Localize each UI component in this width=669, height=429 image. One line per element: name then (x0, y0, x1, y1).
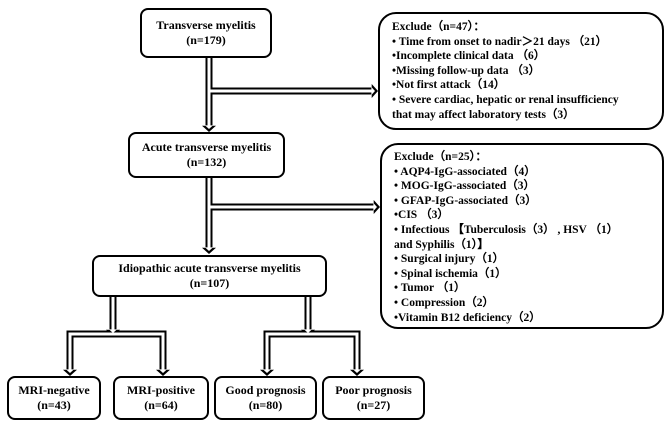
exclusion-item: • Spinal ischemia（1） (394, 267, 507, 280)
node-title: Good prognosis (225, 383, 306, 397)
node-title: Poor prognosis (335, 383, 412, 397)
exclusion-box-2: Exclude（n=25）： • AQP4-IgG-associated（4） … (380, 143, 664, 329)
exclusion-item: • Compression（2） (394, 296, 494, 309)
node-idiopathic-atm: Idiopathic acute transverse myelitis (n=… (92, 255, 327, 297)
exclusion-item: • Severe cardiac, hepatic or renal insuf… (392, 93, 619, 106)
arrowhead (353, 369, 361, 373)
node-title: MRI-negative (18, 383, 90, 397)
arrowhead (66, 369, 74, 373)
exclusion-item: • MOG-IgG-associated（3） (394, 180, 536, 193)
arrowhead (263, 369, 271, 373)
node-count: (n=132) (186, 155, 227, 169)
exclusion-item: •Not first attack（14） (392, 79, 506, 92)
node-count: (n=80) (248, 398, 283, 412)
arrowhead (205, 247, 213, 251)
node-mri-positive: MRI-positive (n=64) (113, 376, 209, 420)
node-title: Idiopathic acute transverse myelitis (118, 261, 301, 275)
exclusion-item: •CIS （3） (394, 209, 449, 222)
exclusion-item: • AQP4-IgG-associated（4） (394, 165, 536, 178)
exclusion-item: • Tumor （1） (394, 282, 466, 295)
node-title: Transverse myelitis (156, 18, 256, 32)
node-poor-prognosis: Poor prognosis (n=27) (322, 376, 425, 420)
exclusion-item: • Surgical injury（1） (394, 253, 505, 266)
node-mri-negative: MRI-negative (n=43) (7, 376, 101, 420)
arrowhead (159, 369, 167, 373)
node-good-prognosis: Good prognosis (n=80) (214, 376, 317, 420)
node-count: (n=179) (186, 33, 226, 47)
exclusion-item: •Vitamin B12 deficiency（2） (394, 311, 541, 324)
exclusion-title: Exclude（n=47）： (392, 21, 485, 33)
node-transverse-myelitis: Transverse myelitis (n=179) (140, 8, 272, 58)
node-title: Acute transverse myelitis (141, 140, 272, 154)
exclusion-item: • Time from onset to nadir＞21 days （21） (392, 35, 608, 48)
node-count: (n=107) (189, 276, 230, 290)
exclusion-item: and Syphilis（1）】 (394, 238, 489, 251)
arrowhead (205, 125, 213, 129)
arrowhead (371, 87, 375, 95)
node-count: (n=43) (37, 398, 71, 412)
node-acute-transverse-myelitis: Acute transverse myelitis (n=132) (128, 132, 285, 178)
arrowhead (373, 203, 377, 211)
arrowhead (109, 329, 117, 333)
node-title: MRI-positive (127, 383, 195, 397)
exclusion-box-1: Exclude（n=47）： • Time from onset to nadi… (378, 12, 664, 130)
exclusion-item: that may affect laboratory tests（3） (392, 108, 575, 121)
node-count: (n=27) (356, 398, 391, 412)
exclusion-title: Exclude（n=25）： (394, 151, 487, 163)
node-count: (n=64) (144, 398, 178, 412)
exclusion-item: •Incomplete clinical data （6） (392, 50, 546, 63)
exclusion-item: •Missing follow-up data （3） (392, 64, 541, 77)
arrowhead (304, 329, 312, 333)
exclusion-item: • Infectious 【Tuberculosis（3） , HSV （1） (394, 223, 619, 236)
exclusion-item: • GFAP-IgG-associated（3） (394, 194, 537, 207)
